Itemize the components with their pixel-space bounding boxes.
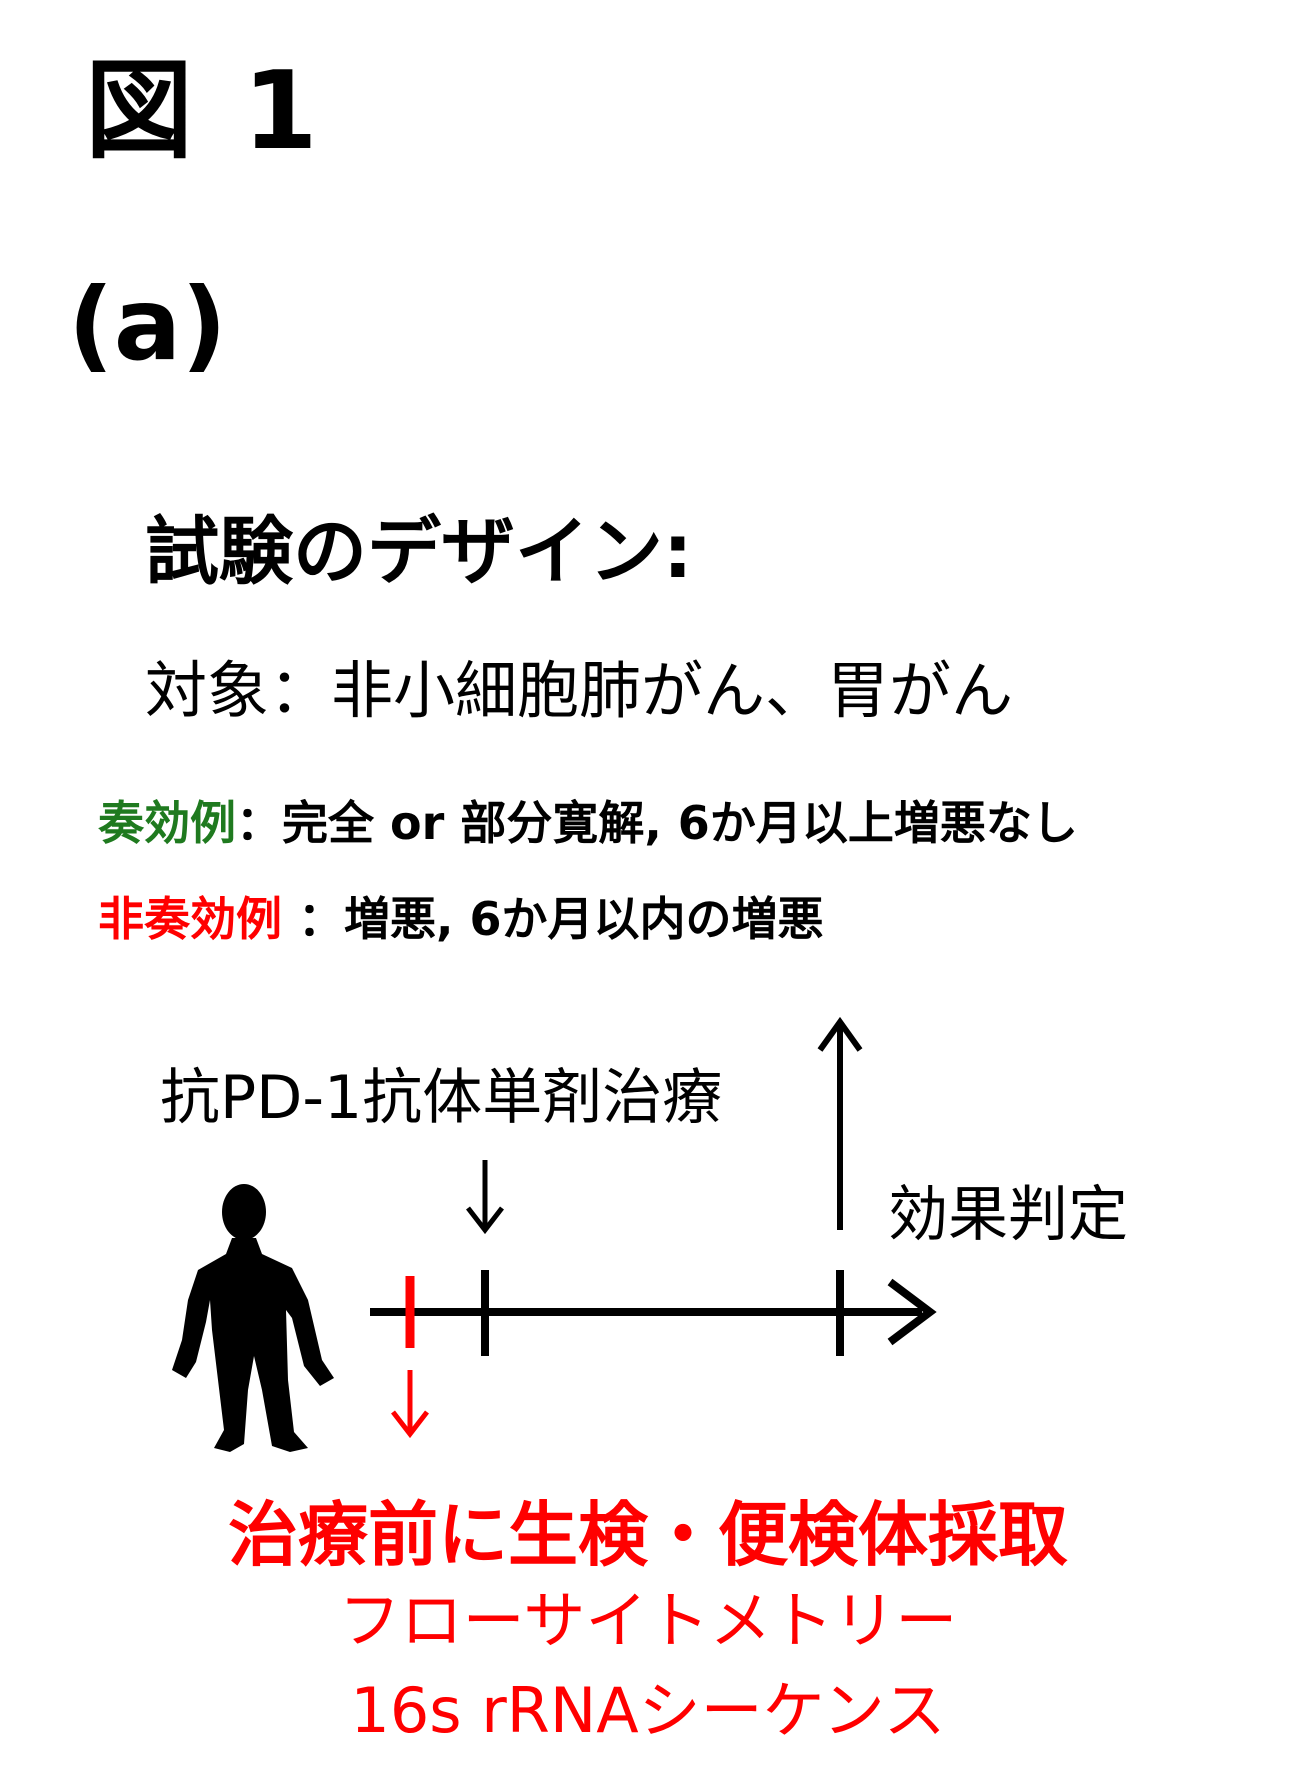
responder-separator: ：	[236, 796, 282, 850]
treatment-arrow	[466, 1160, 504, 1235]
non-responder-label: 非奏効例	[98, 892, 282, 946]
design-heading: 試験のデザイン:	[145, 509, 693, 595]
figure-title: 図 1	[85, 49, 324, 174]
evaluation-label: 効果判定	[888, 1180, 1128, 1250]
responder-row: 奏効例：完全 or 部分寛解, 6か月以上増悪なし	[98, 800, 1078, 846]
responder-definition: 完全 or 部分寛解, 6か月以上増悪なし	[282, 796, 1078, 850]
method-flow-cytometry: フローサイトメトリー	[338, 1584, 958, 1657]
non-responder-row: 非奏効例 ：増悪, 6か月以内の増悪	[98, 896, 824, 942]
subjects-text: 対象：非小細胞肺がん、胃がん	[145, 654, 1014, 727]
evaluation-arrow	[817, 1016, 863, 1230]
sampling-arrow	[391, 1370, 429, 1439]
treatment-label: 抗PD-1抗体単剤治療	[160, 1063, 723, 1133]
panel-label: (a)	[68, 266, 227, 383]
non-responder-definition: 増悪, 6か月以内の増悪	[344, 892, 824, 946]
method-16s-sequencing: 16s rRNAシーケンス	[350, 1674, 946, 1747]
responder-label: 奏効例	[98, 796, 236, 850]
person-silhouette-icon	[172, 1184, 334, 1452]
timeline-arrowhead	[887, 1278, 937, 1346]
non-responder-separator: ：	[282, 892, 345, 946]
sampling-title: 治療前に生検・便検体採取	[228, 1494, 1068, 1576]
